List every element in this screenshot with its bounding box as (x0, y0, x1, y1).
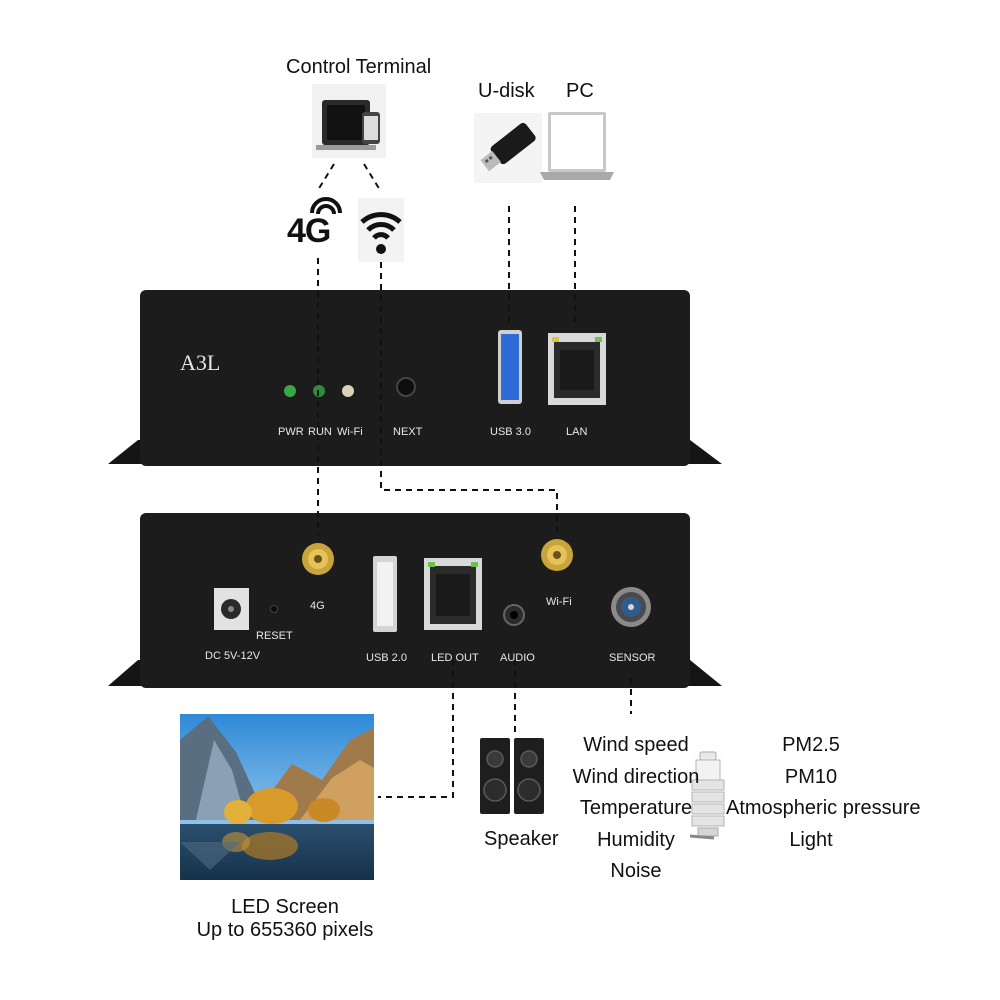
speaker-icon (480, 738, 544, 814)
front-panel (108, 290, 722, 466)
control-terminal-icon (312, 84, 386, 158)
sensor-port-label: SENSOR (609, 652, 656, 664)
wifi-led (342, 385, 354, 397)
weather-sensor-icon (689, 751, 725, 840)
dc-label: DC 5V-12V (205, 650, 261, 662)
measure-wind-direction: Wind direction (572, 765, 700, 788)
usb-flash-drive-icon (474, 113, 542, 183)
control-terminal-label: Control Terminal (286, 56, 432, 78)
terminal-to-4g-line (317, 163, 335, 191)
wifi-indicator-label: Wi-Fi (337, 426, 363, 438)
measure-pm10: PM10 (784, 765, 838, 788)
led-screen-subtitle: Up to 655360 pixels (196, 919, 374, 941)
speaker-label: Speaker (484, 828, 559, 850)
measure-humidity: Humidity (597, 828, 675, 851)
antenna-wifi-connector (541, 539, 573, 571)
run-indicator-label: RUN (308, 426, 332, 438)
next-button (396, 377, 416, 397)
sensor-measures-right: PM2.5 PM10 Atmospheric pressure Light (726, 730, 921, 856)
led-out-label: LED OUT (431, 652, 479, 664)
sensor-measures-left: Wind speed Wind direction Temperature Hu… (556, 730, 716, 888)
next-button-label: NEXT (393, 426, 423, 438)
audio-jack (503, 604, 525, 626)
antenna-4g-label: 4G (310, 600, 325, 612)
reset-button (270, 605, 278, 613)
signal-4g-icon (310, 197, 342, 215)
audio-label: AUDIO (500, 652, 535, 664)
pc-label: PC (566, 80, 594, 102)
wifi-port-label: Wi-Fi (546, 596, 572, 608)
lan-port (548, 333, 606, 405)
measure-noise: Noise (610, 860, 662, 882)
cellular-4g-label: 4G (287, 212, 331, 250)
led-out-port (424, 558, 482, 630)
usb2-label: USB 2.0 (366, 652, 407, 664)
led-screen-label: LED Screen Up to 655360 pixels (180, 896, 390, 942)
measure-atmospheric-pressure: Atmospheric pressure (726, 797, 921, 819)
sensor-connector (611, 587, 651, 627)
laptop-icon (540, 112, 614, 180)
terminal-to-wifi-line (363, 163, 381, 191)
led-screen-image (180, 714, 374, 880)
antenna-4g-connector (302, 543, 334, 575)
pwr-led (284, 385, 296, 397)
measure-wind-speed: Wind speed (583, 734, 689, 756)
model-label: A3L (180, 350, 221, 375)
pwr-indicator-label: PWR (278, 426, 304, 438)
usb3-port (498, 330, 522, 404)
measure-light: Light (789, 828, 833, 851)
connection-lines (317, 163, 632, 798)
reset-label: RESET (256, 630, 293, 642)
measure-pm25: PM2.5 (782, 734, 840, 756)
led-screen-line (378, 660, 454, 798)
usb2-port (373, 556, 397, 632)
usb3-label: USB 3.0 (490, 426, 531, 438)
dc-jack (214, 588, 249, 630)
wifi-antenna-line (380, 262, 558, 534)
measure-temperature: Temperature (579, 797, 693, 819)
wifi-icon (358, 198, 404, 262)
udisk-label: U-disk (478, 80, 535, 102)
led-screen-title: LED Screen (231, 896, 339, 918)
lan-label: LAN (566, 426, 588, 438)
